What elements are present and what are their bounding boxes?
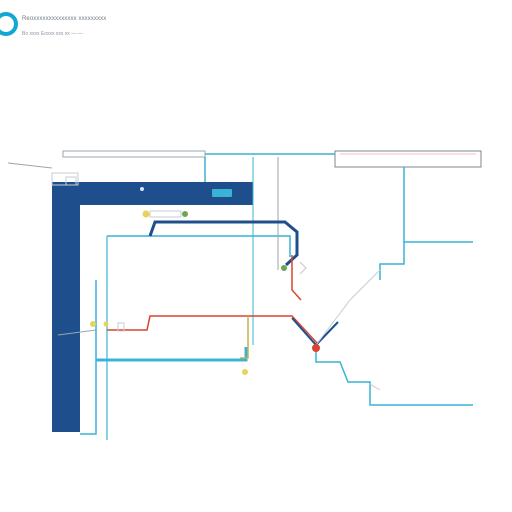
left-connector-2 [57, 329, 97, 336]
teal-line-4 [80, 280, 97, 435]
teal-line-7 [379, 242, 405, 280]
top-header-bar-left [62, 150, 206, 158]
marker-2 [117, 322, 125, 332]
left-blue-panel [52, 182, 253, 432]
node-box-1 [149, 210, 182, 218]
left-connector-1 [7, 162, 53, 169]
marker-1 [65, 176, 77, 186]
logo-ring-icon [0, 12, 18, 36]
darkblue-line [148, 220, 299, 267]
top-header-bar-right [334, 150, 482, 168]
teal-line-2 [107, 235, 291, 257]
node-green-2 [281, 265, 287, 271]
gray-branch [315, 269, 381, 346]
header-subtitle: Bo xxxx Eoxxx xxx xx — — [22, 31, 83, 37]
node-yellow-4 [242, 369, 248, 375]
node-yellow-1 [142, 210, 150, 218]
node-yellow-2 [90, 321, 96, 327]
panel-screen-icon [212, 189, 232, 197]
header-title: Reoxxxxxxxxxxxxxx xxxxxxxxx [22, 16, 107, 22]
left-small-box [51, 172, 79, 186]
node-red-1 [312, 344, 320, 352]
node-green-1 [182, 211, 188, 217]
marker-3 [299, 261, 307, 275]
teal-line-8 [315, 350, 473, 406]
teal-line-6 [403, 167, 473, 243]
panel-dot-icon [140, 187, 144, 191]
marker-4 [369, 383, 381, 391]
olive-line [240, 316, 249, 359]
node-yellow-3 [103, 321, 109, 327]
red-line [107, 255, 318, 344]
teal-line-3 [96, 347, 248, 362]
